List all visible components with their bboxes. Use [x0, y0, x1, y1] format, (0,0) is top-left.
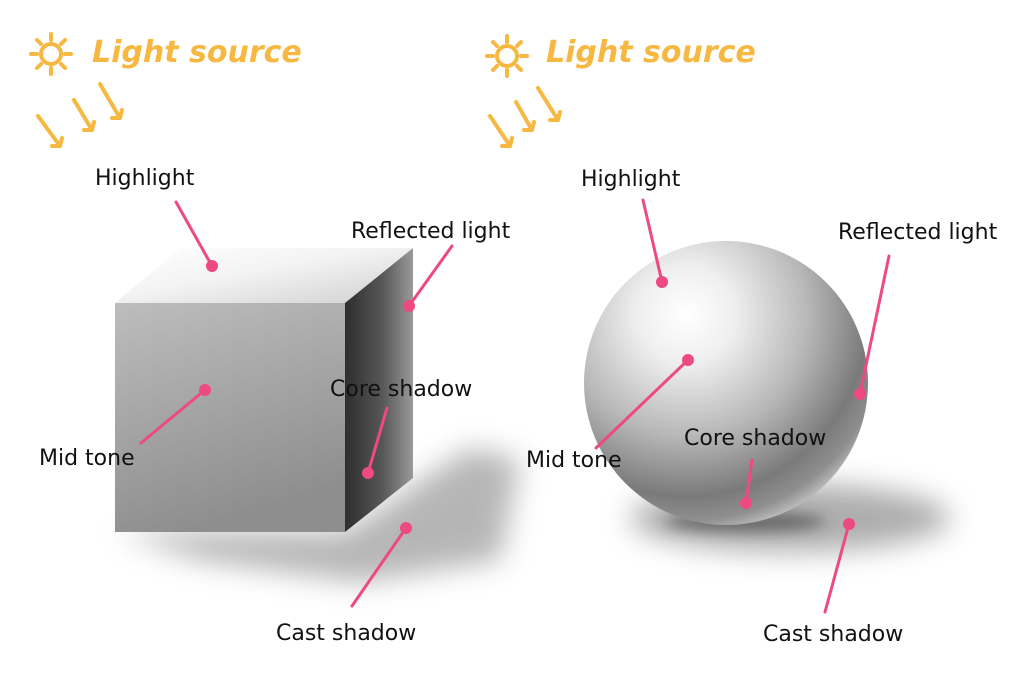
cube-cast-dot — [400, 522, 412, 534]
sphere-midtone-label: Mid tone — [526, 448, 622, 473]
cube-core-shadow-label: Core shadow — [330, 377, 472, 402]
cube-core-pointer — [366, 406, 389, 475]
sphere-core-pointer — [744, 458, 754, 505]
sphere-panel: Light source Highlight Reflected ligh — [485, 34, 998, 647]
cube-highlight-dot — [206, 260, 218, 272]
cube-highlight-label: Highlight — [95, 166, 195, 191]
sphere-core-dot — [740, 497, 752, 509]
sphere-midtone-pointer — [594, 358, 690, 450]
cube-midtone-dot — [199, 384, 211, 396]
sphere-highlight-label: Highlight — [581, 167, 681, 192]
sphere-cast-dot — [843, 518, 855, 530]
light-source-label: Light source — [92, 35, 302, 70]
sphere-reflected-pointer — [858, 254, 891, 396]
sphere-reflected-label: Reflected light — [838, 220, 998, 245]
cube-panel: Light source Highlight Reflected — [29, 32, 520, 646]
cube-side-face — [345, 248, 413, 532]
cube-cast-shadow-label: Cast shadow — [276, 621, 416, 646]
cube-front-face — [115, 303, 345, 532]
sphere-body — [584, 241, 868, 525]
light-arrows-icon — [36, 82, 124, 148]
sphere-highlight-dot — [656, 276, 668, 288]
sphere-reflected-dot — [854, 388, 866, 400]
cube-reflected-dot — [403, 300, 415, 312]
cube-core-dot — [362, 467, 374, 479]
sphere-core-shadow-label: Core shadow — [684, 426, 826, 451]
sphere-cast-shadow-label: Cast shadow — [763, 622, 903, 647]
cube-highlight-pointer — [174, 200, 214, 268]
cube-midtone-pointer — [139, 388, 207, 445]
cube-midtone-label: Mid tone — [39, 446, 135, 471]
sphere-highlight-pointer — [641, 198, 664, 284]
cube-reflected-pointer — [407, 244, 454, 308]
cube-top-face — [115, 248, 413, 303]
sphere-cast-pointer — [823, 522, 851, 614]
cube-cast-shadow — [118, 448, 520, 582]
sun-icon — [29, 32, 73, 76]
sphere-midtone-dot — [682, 354, 694, 366]
sun-icon — [485, 34, 529, 78]
cube-reflected-label: Reflected light — [351, 219, 511, 244]
cube-cast-pointer — [350, 526, 408, 608]
light-source-label: Light source — [546, 35, 756, 70]
light-arrows-icon — [488, 86, 562, 148]
